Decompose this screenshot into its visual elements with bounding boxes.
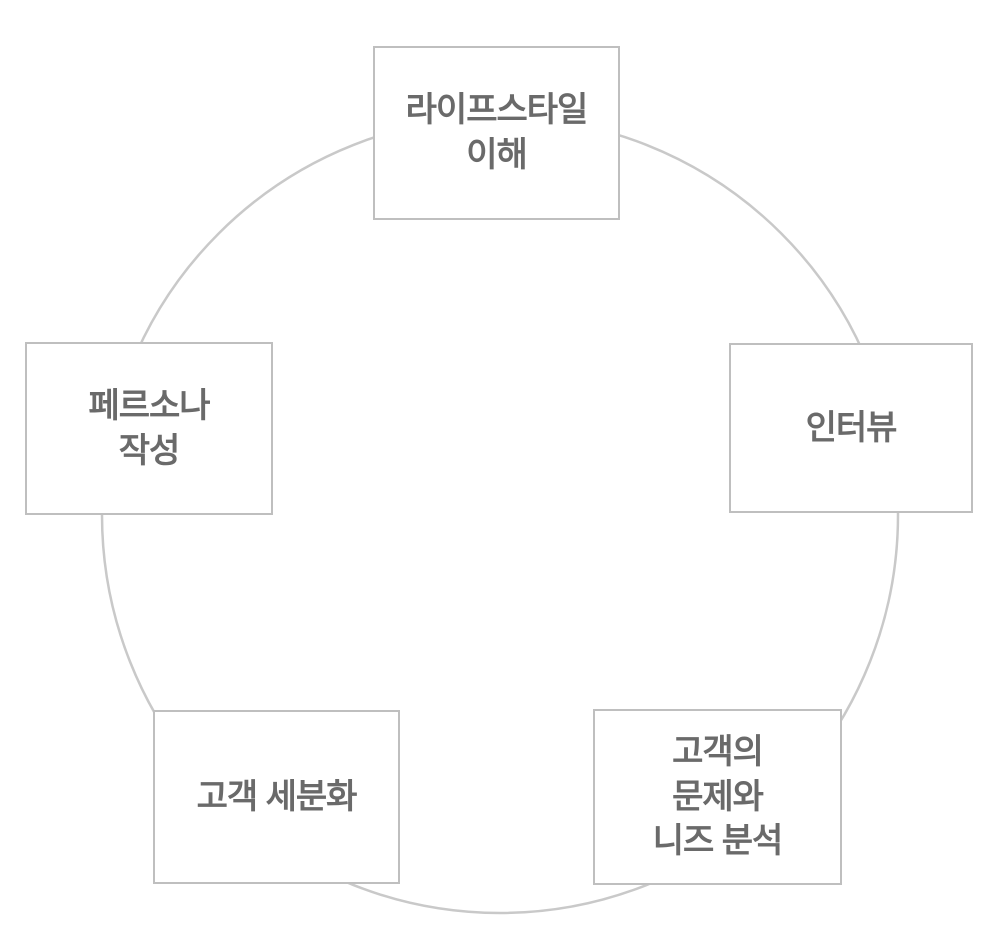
- node-customer-problems-needs-analysis: 고객의 문제와 니즈 분석: [593, 709, 842, 885]
- node-label-line: 고객 세분화: [196, 777, 358, 816]
- node-customer-segmentation: 고객 세분화: [153, 710, 400, 884]
- node-label-line: 문제와: [672, 777, 764, 816]
- node-label-line: 고객의: [672, 732, 764, 771]
- node-interview: 인터뷰: [729, 343, 973, 513]
- node-label-line: 인터뷰: [805, 408, 898, 447]
- node-label-line: 라이프스타일: [405, 91, 589, 130]
- node-label-line: 작성: [118, 431, 181, 470]
- node-lifestyle-understanding: 라이프스타일 이해: [373, 46, 620, 220]
- node-label-line: 니즈 분석: [652, 822, 784, 861]
- node-persona-creation: 페르소나 작성: [25, 342, 273, 515]
- node-label-line: 이해: [466, 136, 528, 174]
- node-label-line: 페르소나: [88, 386, 210, 425]
